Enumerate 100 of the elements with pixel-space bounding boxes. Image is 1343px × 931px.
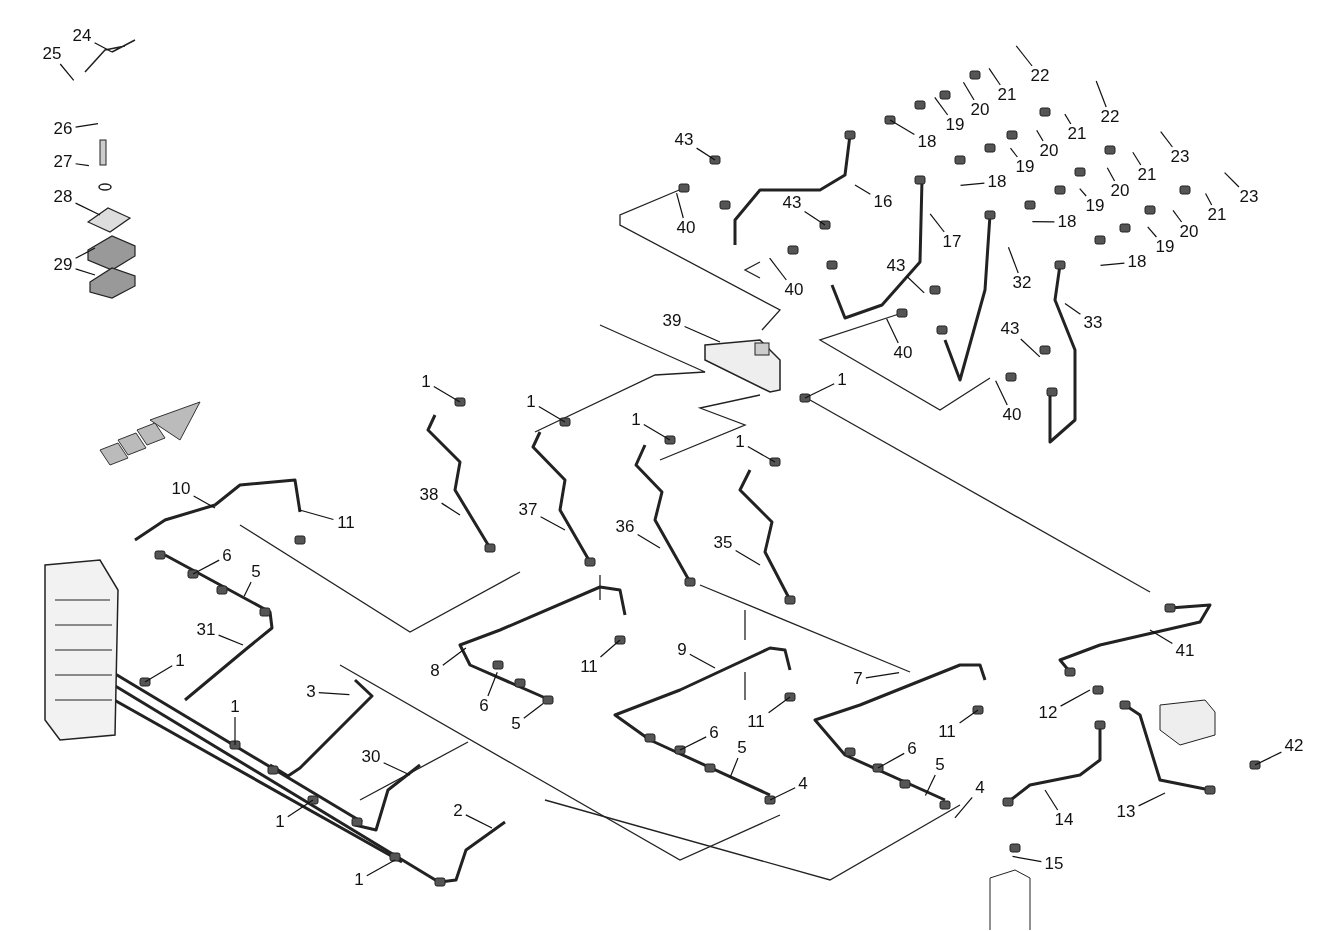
callout-number: 20 [968, 101, 992, 119]
callout-number: 18 [1055, 213, 1079, 231]
leader-line [929, 213, 945, 233]
callout-number: 40 [782, 281, 806, 299]
callout-number: 1 [273, 813, 287, 831]
callout-number: 11 [744, 713, 768, 731]
leader-line [959, 182, 985, 186]
leader-line [1224, 172, 1240, 188]
callout-number: 5 [735, 739, 749, 757]
callout-number: 18 [1125, 253, 1149, 271]
callout-number: 27 [51, 153, 75, 171]
callout-number: 43 [884, 257, 908, 275]
callout-number: 21 [995, 86, 1019, 104]
leader-line [924, 774, 936, 797]
callout-number: 31 [194, 621, 218, 639]
callout-number: 17 [940, 233, 964, 251]
leader-line [538, 406, 566, 423]
leader-line [1011, 855, 1042, 863]
leader-line [1015, 45, 1033, 67]
callout-number: 11 [935, 723, 959, 741]
leader-line [865, 672, 900, 679]
callout-number: 4 [973, 779, 987, 797]
callout-number: 14 [1052, 811, 1076, 829]
leader-line [441, 502, 461, 516]
leader-line [1095, 80, 1107, 108]
callout-number: 42 [1282, 737, 1306, 755]
leader-line [218, 634, 244, 646]
callout-number: 23 [1237, 188, 1261, 206]
leader-line [934, 96, 949, 116]
callout-number: 20 [1037, 142, 1061, 160]
callout-number: 19 [1013, 158, 1037, 176]
callout-number: 21 [1135, 166, 1159, 184]
leader-line [192, 559, 220, 575]
callout-number: 18 [915, 133, 939, 151]
leader-line [1138, 792, 1166, 807]
callout-number: 1 [173, 652, 187, 670]
callout-number: 30 [359, 748, 383, 766]
callout-number: 15 [1042, 855, 1066, 873]
leader-line [1064, 302, 1081, 315]
callout-number: 19 [1083, 197, 1107, 215]
leader-line [959, 709, 979, 724]
callout-number: 3 [304, 683, 318, 701]
callout-number: 38 [417, 486, 441, 504]
leader-line [804, 210, 826, 226]
callout-number: 41 [1173, 642, 1197, 660]
leader-line [366, 859, 396, 877]
callout-number: 11 [577, 658, 601, 676]
callout-number: 22 [1098, 108, 1122, 126]
leader-line [769, 257, 787, 281]
callout-number: 40 [674, 219, 698, 237]
leader-line [1132, 151, 1142, 166]
leader-line [684, 325, 721, 343]
leader-line [729, 757, 739, 779]
callout-number: 5 [249, 563, 263, 581]
leader-line [287, 799, 314, 818]
callout-number: 22 [1028, 67, 1052, 85]
leader-line [75, 123, 99, 128]
leader-line [523, 703, 544, 719]
callout-number: 25 [40, 45, 64, 63]
leader-line [1149, 629, 1173, 645]
callout-number: 43 [780, 194, 804, 212]
callout-number: 16 [871, 193, 895, 211]
leader-line [1160, 130, 1173, 148]
callout-number: 23 [1168, 148, 1192, 166]
callout-number: 26 [51, 120, 75, 138]
leader-line [75, 202, 101, 216]
leader-line [804, 383, 835, 399]
leader-line [1172, 209, 1183, 223]
callout-number: 40 [891, 344, 915, 362]
callout-number: 5 [509, 715, 523, 733]
leader-line [298, 509, 334, 521]
leader-line [1079, 188, 1087, 197]
callout-number: 24 [70, 27, 94, 45]
leader-line [995, 380, 1008, 406]
leader-line [1254, 751, 1282, 766]
callout-number: 7 [851, 670, 865, 688]
leader-line [905, 275, 925, 294]
callout-number: 43 [998, 320, 1022, 338]
leader-line [318, 691, 350, 696]
callout-number: 40 [1000, 406, 1024, 424]
leader-line [735, 549, 761, 566]
leader-line [886, 318, 899, 344]
leader-line [768, 696, 791, 714]
leader-line [234, 716, 236, 746]
callout-number: 4 [796, 775, 810, 793]
callout-number: 1 [419, 373, 433, 391]
callout-number: 29 [51, 256, 75, 274]
leader-line [243, 581, 252, 597]
callout-number: 20 [1108, 182, 1132, 200]
callout-number: 19 [1153, 238, 1177, 256]
leader-line [1020, 338, 1041, 358]
leader-line [877, 752, 905, 769]
leader-line [954, 796, 973, 819]
callout-number: 18 [985, 173, 1009, 191]
callout-number: 6 [707, 724, 721, 742]
callout-number: 6 [220, 547, 234, 565]
callout-number: 1 [733, 433, 747, 451]
leader-line [1044, 789, 1059, 811]
callout-number: 28 [51, 188, 75, 206]
leader-line [854, 184, 871, 195]
